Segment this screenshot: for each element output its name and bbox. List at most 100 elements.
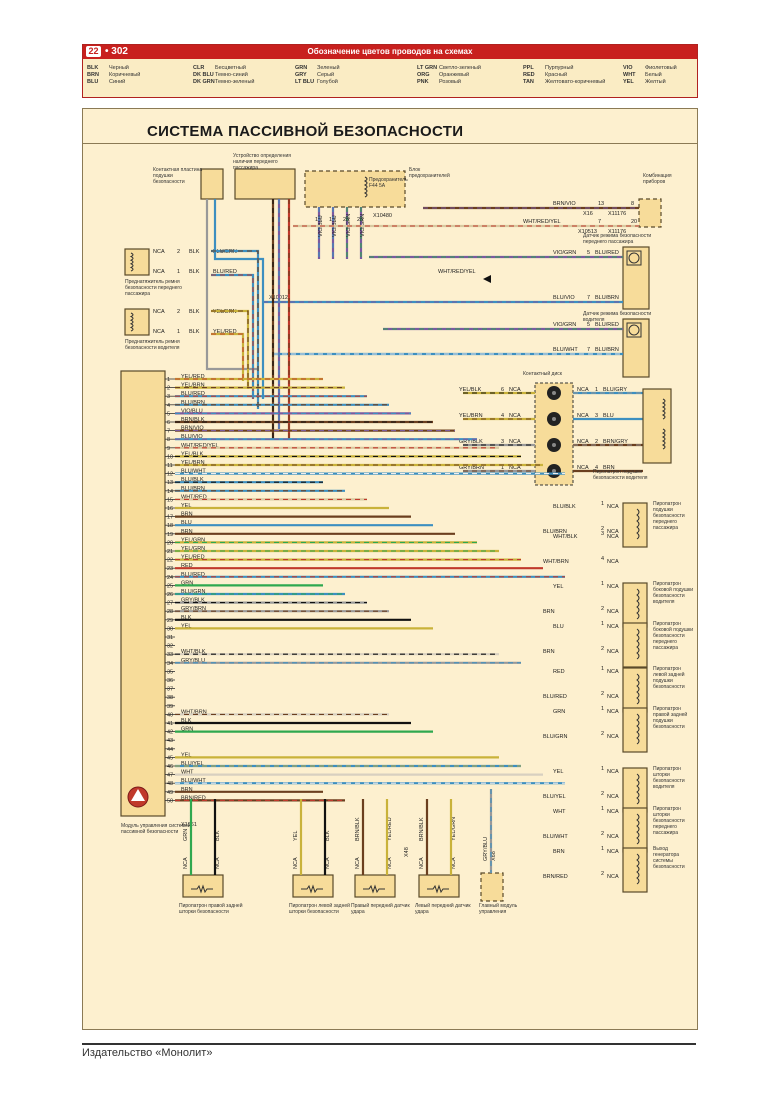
control-module-box [120,370,166,817]
legend-entry: DK GRNТемно-зеленый [193,79,255,86]
sensor-wire-label: BLU/BRN [595,347,619,353]
module-pin-wire-label: RED [181,563,193,569]
pin: 2 [601,791,604,797]
pass-belt-sensor-box-fan-icon [628,252,640,264]
pin: 2 [177,309,180,315]
module-pin-wire-label: YEL/RED [181,555,205,561]
pass-belt-sensor-caption: Датчик режима безопасности [583,233,651,239]
contact-plate-wire-b [213,199,265,399]
squib-caption: пассажира [653,830,678,836]
clock-spring-caption: Контактный диск [523,370,563,377]
squib-caption: Пиропатрон [653,621,681,627]
nca-label: NCA [451,857,457,869]
publisher: Издательство «Монолит» [82,1047,213,1059]
contact-plate-box [200,168,224,200]
squib-caption: шторки [653,812,670,818]
passenger-presence-caption: наличия переднего [233,159,278,165]
legend-color-name: Серый [317,72,335,78]
squib-caption: переднего [653,824,677,830]
legend-color-name: Темно-зеленый [215,79,255,85]
squib-box [622,667,648,713]
module-pin-wire-label: BRN [181,512,193,518]
module-pin-wire-label: BLK [181,718,192,724]
module-pin-number: 4 [167,403,170,409]
module-pin-number: 8 [167,437,170,443]
module-pin-number: 33 [167,652,173,658]
drv-pret-wire-1-stripe [211,310,249,389]
legend-code: VIO [623,65,633,71]
footer-divider [82,1043,696,1045]
pin: 3 [601,531,604,537]
squib-caption: правой задней [653,711,687,718]
squib-wire-b-label: BLU/GRN [543,734,567,740]
legend-code: PNK [417,79,429,85]
driver-airbag-coil-icon [661,428,666,450]
module-pin-number: 25 [167,583,173,589]
sensor-wire-label: BLU/RED [595,322,619,328]
nca-label: NCA [607,849,619,855]
nca-label: NCA [509,387,521,393]
arrow-wire-label: WHT/RED/YEL [438,269,476,275]
module-pin-number: 2 [167,386,170,392]
fuse-coil-icon [363,176,368,198]
legend-color-name: Коричневый [109,72,141,78]
nca-label: NCA [577,465,589,471]
passenger-presence-caption: Устройство определения [233,152,291,159]
pin: 2 [177,249,180,255]
driver-airbag-caption: Пиропатрон подушки [593,469,642,475]
squib-caption: безопасности [653,864,685,870]
clock-spring-left-wire: GRY/BLK [459,439,483,445]
squib-caption: подушки [653,718,673,724]
brand-logo-peak-icon [131,789,145,801]
squib-coil-icon [636,713,640,745]
chapter-badge: 22 [86,46,101,57]
module-pin-wire-label: YEL [181,503,191,509]
pretensioner-wire-label: YEL/RED [213,329,237,335]
module-pin-wire-label: WHT/BRN [181,709,207,715]
sensor-wire-label: BLU/WHT [553,347,578,353]
module-pin-wire-label: BRN/RED [181,795,206,801]
squib-caption: Пиропатрон [653,581,681,587]
module-pin-number: 43 [167,738,173,744]
pin: 1 [601,581,604,587]
module-pin-wire-label: GRN [181,580,193,586]
legend-color-name: Голубой [317,79,338,85]
instrument-cluster-box [638,198,662,228]
squib-wire-b-label: BRN [543,609,555,615]
pin: 1 [601,666,604,672]
cluster-pin: 20 [631,219,637,225]
squib-caption: безопасности [653,818,685,824]
pin: 1 [595,387,598,393]
nca-label: NCA [607,709,619,715]
bottom-wire-label: BLK [215,830,221,841]
legend-color-name: Желтовато-коричневый [545,79,606,85]
legend-color-name: Темно-синий [215,72,248,78]
pass-belt-sensor-caption: переднего пассажира [583,239,633,245]
squib-caption: Пиропатрон [653,706,681,712]
module-pin-wire-label: BLU/BRN [181,486,205,492]
module-pin-wire-label: BLK [181,615,192,621]
pass-pret-wire-2-stripe [211,274,254,399]
module-pin-number: 41 [167,721,173,727]
cluster-wire-2-label: WHT/RED/YEL [523,219,561,225]
pin: 4 [501,413,504,419]
bottom-wire-label: GRN [183,829,189,841]
pin: 4 [595,465,598,471]
driver-airbag-caption: безопасности водителя [593,475,648,481]
bottom-wire-label: YEL [293,831,299,841]
module-pin-number: 28 [167,609,173,615]
module-pin-number: 42 [167,730,173,736]
nca-label: NCA [607,559,619,565]
nca-label: NCA [153,329,165,335]
pin: 1 [601,501,604,507]
module-pin-number: 36 [167,678,173,684]
driver-pretensioner-box-coil-icon [129,312,134,332]
module-pin-number: 35 [167,669,173,675]
squib-caption: боковой подушки [653,586,693,593]
contact-plate-caption: безопасности [153,179,185,185]
pin: 6 [501,387,504,393]
